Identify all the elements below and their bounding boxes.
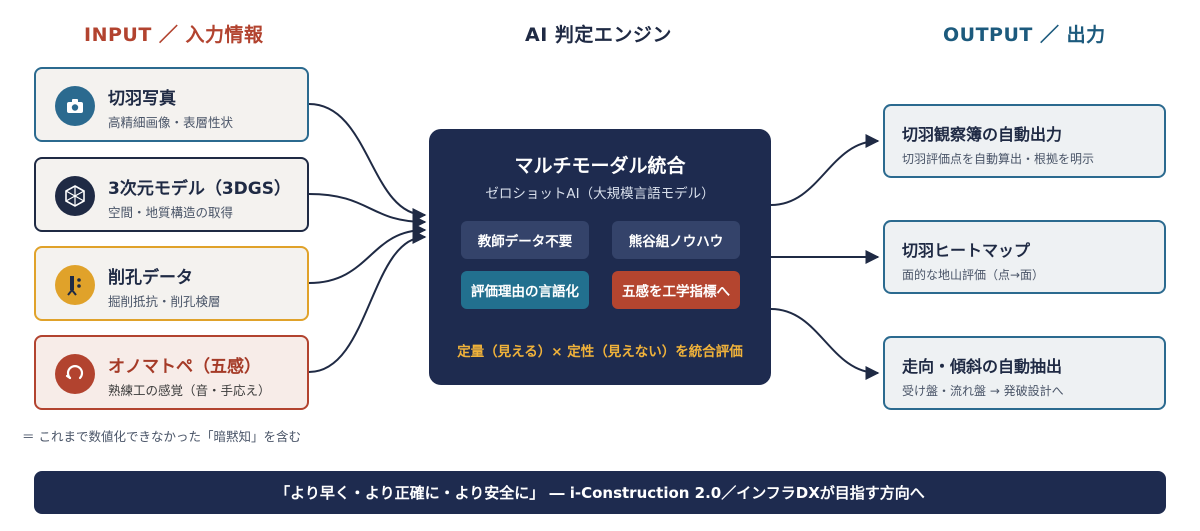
engine-pill-five-senses: 五感を工学指標へ — [612, 271, 740, 309]
engine-pill-no-training-data: 教師データ不要 — [461, 221, 589, 259]
engine-title: マルチモーダル統合 — [514, 155, 686, 177]
output-card-observation-log: 切羽観察簿の自動出力 切羽評価点を自動算出・根拠を明示 — [883, 104, 1166, 178]
drill-icon — [55, 265, 95, 305]
input-card-onomatopoeia: オノマトペ（五感） 熟練工の感覚（音・手応え） — [34, 335, 309, 410]
output-subtitle: 面的な地山評価（点→面） — [902, 268, 1045, 282]
connector-out-3 — [770, 308, 880, 380]
connector-drill — [308, 223, 427, 284]
input-subtitle: 熟練工の感覚（音・手応え） — [108, 383, 271, 398]
tacit-knowledge-note: ＝ これまで数値化できなかった「暗黙知」を含む — [22, 429, 301, 444]
engine-pill-know-how: 熊谷組ノウハウ — [612, 221, 740, 259]
output-title: 走向・傾斜の自動抽出 — [902, 357, 1063, 376]
engine-pill-verbalize: 評価理由の言語化 — [461, 271, 589, 309]
output-card-strike-dip: 走向・傾斜の自動抽出 受け盤・流れ盤 → 発破設計へ — [883, 336, 1166, 410]
sound-wave-icon — [55, 354, 95, 394]
output-title: 切羽観察簿の自動出力 — [902, 125, 1063, 144]
output-subtitle: 受け盤・流れ盤 → 発破設計へ — [902, 384, 1064, 398]
input-title: オノマトペ（五感） — [108, 357, 261, 377]
engine-header: AI 判定エンジン — [525, 24, 672, 46]
input-subtitle: 空間・地質構造の取得 — [108, 205, 234, 220]
output-title: 切羽ヒートマップ — [902, 241, 1031, 260]
input-title: 切羽写真 — [108, 89, 176, 109]
connector-ono — [308, 230, 427, 373]
input-card-photo: 切羽写真 高精細画像・表層性状 — [34, 67, 309, 142]
input-title: 削孔データ — [108, 268, 193, 288]
input-subtitle: 掘削抵抗・削孔検層 — [108, 294, 221, 309]
input-title: 3次元モデル（3DGS） — [108, 179, 291, 199]
output-subtitle: 切羽評価点を自動算出・根拠を明示 — [902, 152, 1095, 166]
connector-out-1 — [770, 134, 880, 206]
engine-subtitle: ゼロショットAI（大規模言語モデル） — [485, 186, 715, 202]
output-header: OUTPUT ／ 出力 — [943, 24, 1106, 46]
engine-footer: 定量（見える）× 定性（見えない）を統合評価 — [457, 344, 743, 360]
camera-icon — [55, 86, 95, 126]
output-card-heatmap: 切羽ヒートマップ 面的な地山評価（点→面） — [883, 220, 1166, 294]
input-subtitle: 高精細画像・表層性状 — [108, 115, 234, 130]
input-header: INPUT ／ 入力情報 — [84, 24, 264, 46]
cube-icon — [55, 176, 95, 216]
connector-photo — [308, 103, 427, 222]
input-card-drill: 削孔データ 掘削抵抗・削孔検層 — [34, 246, 309, 321]
connector-model — [308, 193, 427, 229]
ai-engine-box: マルチモーダル統合 ゼロショットAI（大規模言語モデル） 教師データ不要 熊谷組… — [429, 129, 771, 385]
input-card-3d-model: 3次元モデル（3DGS） 空間・地質構造の取得 — [34, 157, 309, 232]
bottom-banner: 「より早く・より正確に・より安全に」 ― i-Construction 2.0／… — [34, 471, 1166, 514]
